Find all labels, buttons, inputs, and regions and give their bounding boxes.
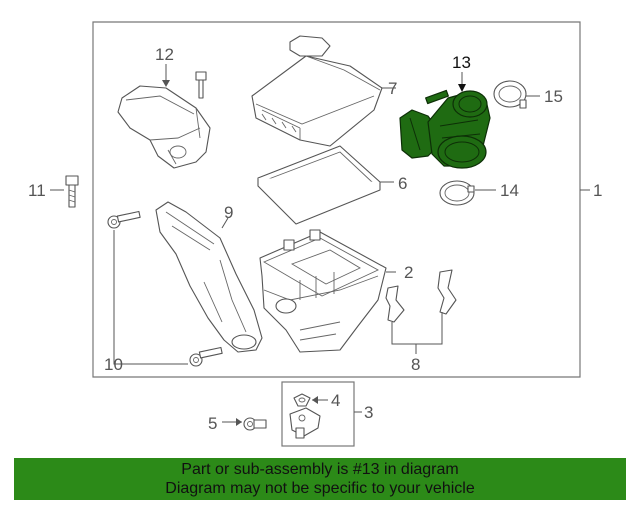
part-3-bracket[interactable] (289, 407, 321, 439)
part-14-clamp[interactable] (439, 180, 475, 206)
part-2-lower-housing[interactable] (259, 229, 387, 353)
callout-1: 1 (593, 181, 602, 200)
part-12-resonator[interactable] (117, 85, 211, 169)
assembly-frame (92, 21, 581, 378)
callout-11: 11 (28, 181, 46, 200)
callout-2: 2 (404, 263, 413, 282)
callout-13: 13 (452, 53, 471, 72)
part-10-bolt-upper[interactable] (107, 210, 141, 229)
part-5-bolt[interactable] (243, 417, 267, 431)
banner-line-2: Diagram may not be specific to your vehi… (165, 480, 475, 497)
callout-5: 5 (208, 414, 217, 433)
part-10-bolt-lower[interactable] (189, 346, 223, 367)
banner-line-1: Part or sub-assembly is #13 in diagram (181, 461, 459, 478)
part-4-clip[interactable] (293, 393, 311, 407)
callout-8: 8 (411, 355, 420, 374)
highlight-notice-banner: Part or sub-assembly is #13 in diagram D… (14, 458, 626, 500)
part-8-seals[interactable] (385, 269, 457, 323)
callout-10: 10 (104, 355, 123, 374)
callout-15: 15 (544, 87, 563, 106)
callout-4: 4 (331, 391, 340, 410)
callout-9: 9 (224, 203, 233, 222)
callout-6: 6 (398, 174, 407, 193)
part-15-clamp[interactable] (493, 80, 527, 109)
subassembly-3-frame (281, 381, 355, 447)
part-7-cover[interactable] (251, 35, 383, 147)
callout-12: 12 (155, 45, 174, 64)
part-9-inlet-duct[interactable] (155, 201, 263, 353)
callout-3: 3 (364, 403, 373, 422)
part-13-outlet-duct[interactable] (399, 89, 491, 169)
part-11-bolt[interactable] (65, 175, 79, 208)
callout-14: 14 (500, 181, 519, 200)
part-6-filter[interactable] (257, 145, 381, 225)
bolt-near-12 (195, 71, 207, 99)
callout-7: 7 (388, 79, 397, 98)
